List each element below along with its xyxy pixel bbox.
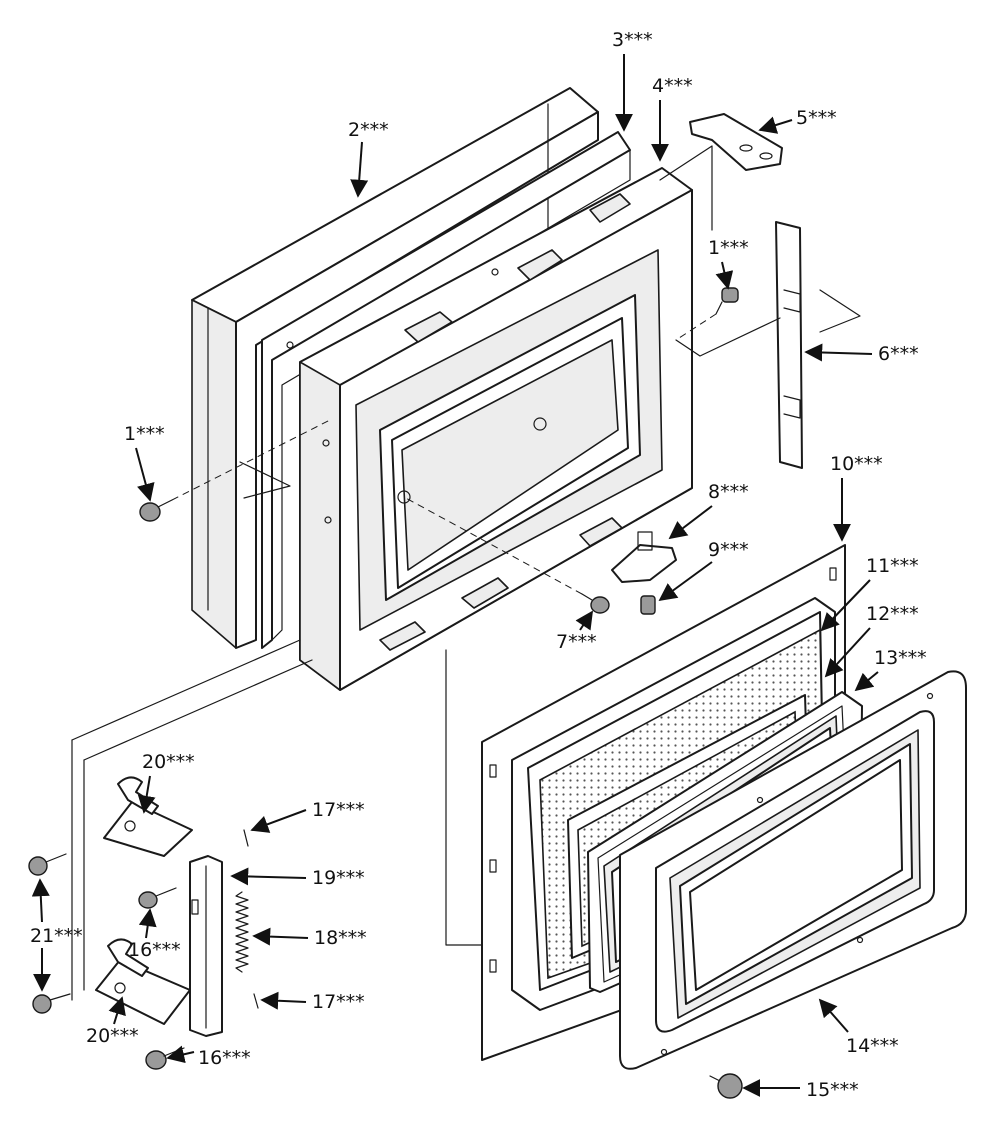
callout-label: 7***	[556, 631, 597, 653]
callout-arrow	[260, 991, 307, 1010]
hinge-bracket-part	[689, 113, 783, 171]
callout-arrow	[137, 775, 156, 814]
latch-bracket-part	[611, 531, 677, 583]
callout-label: 5***	[796, 107, 837, 129]
latch-plate-part	[189, 855, 223, 1037]
outer-door-panel-part	[191, 87, 599, 649]
callout-arrow	[350, 141, 369, 198]
callout-arrow	[230, 867, 307, 886]
callout-arrow	[166, 1045, 195, 1064]
callout-arrow	[575, 610, 593, 631]
bracket-screw-part	[640, 595, 656, 615]
callout-label: 4***	[652, 75, 693, 97]
callout-label: 15***	[806, 1079, 859, 1101]
front-screw-part	[709, 1073, 743, 1099]
callout-label: 14***	[846, 1035, 899, 1057]
callout-label: 18***	[314, 927, 367, 949]
callout-label: 9***	[708, 539, 749, 561]
callout-label: 1***	[708, 237, 749, 259]
callout-arrow	[252, 927, 309, 946]
callout-arrow	[854, 671, 879, 692]
door-gasket-frame-part	[261, 131, 631, 649]
callout-arrow	[138, 908, 157, 939]
latch-pin-lower-part	[32, 993, 71, 1014]
callout-label: 8***	[708, 481, 749, 503]
callout-arrow	[668, 505, 713, 540]
callout-label: 2***	[348, 119, 389, 141]
callout-label: 17***	[312, 991, 365, 1013]
screw-bottom-part	[581, 593, 610, 614]
callout-arrow	[758, 116, 793, 134]
callout-arrow	[31, 878, 50, 923]
callout-label: 11***	[866, 555, 919, 577]
callout-label: 19***	[312, 867, 365, 889]
latch-screw-lower-part	[145, 1047, 185, 1070]
callout-label: 20***	[142, 751, 195, 773]
callout-label: 12***	[866, 603, 919, 625]
callout-arrow	[135, 447, 155, 502]
callout-arrow	[715, 261, 734, 290]
callout-label: 10***	[830, 453, 883, 475]
callout-label: 6***	[878, 343, 919, 365]
callout-arrow	[818, 998, 849, 1033]
inner-door-frame-part	[299, 167, 693, 691]
callout-arrow	[108, 996, 126, 1025]
callout-label: 21***	[30, 925, 83, 947]
callout-arrow	[820, 579, 871, 632]
latch-screw-upper-part	[138, 887, 177, 909]
spring-clip-upper-part	[243, 829, 249, 847]
callout-label: 1***	[124, 423, 165, 445]
screw-upper-right-part	[715, 287, 739, 315]
callout-arrow	[250, 809, 307, 833]
callout-label: 17***	[312, 799, 365, 821]
callout-label: 3***	[612, 29, 653, 51]
callout-arrow	[804, 343, 873, 362]
callout-label: 13***	[874, 647, 927, 669]
callout-label: 16***	[128, 939, 181, 961]
callout-arrow	[824, 627, 871, 678]
screw-left-part	[139, 499, 173, 522]
callout-label: 16***	[198, 1047, 251, 1069]
front-door-frame-part	[619, 670, 967, 1070]
spring-part	[235, 891, 249, 973]
assembly-guide-lines	[71, 145, 861, 1001]
callout-arrow	[658, 561, 713, 602]
callouts: 1*** 1*** 2*** 3*** 4*** 5*** 6*** 7*** …	[30, 29, 927, 1101]
latch-pin-upper-part	[28, 853, 67, 876]
callout-label: 20***	[86, 1025, 139, 1047]
side-strip-part	[775, 221, 803, 469]
spring-clip-lower-part	[253, 993, 259, 1009]
